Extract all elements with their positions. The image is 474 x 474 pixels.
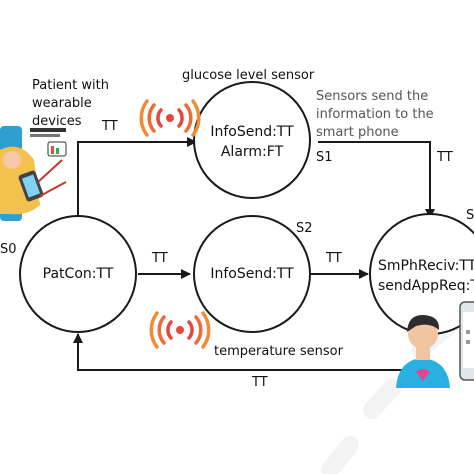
edge-label-s0-s1: TT [102, 119, 118, 134]
temperature-sensor-caption: temperature sensor [214, 344, 343, 359]
state-s2-text: InfoSend:TT [210, 266, 294, 282]
state-s3-line: SmPhReciv:TT [378, 258, 474, 274]
sensors-annotation-line: information to the [316, 107, 434, 122]
smartphone-icon [459, 301, 474, 381]
sensors-annotation: Sensors send the information to the smar… [316, 88, 434, 142]
edge-s3-s0 [73, 333, 410, 371]
wireless-signal-icon [139, 99, 201, 137]
watermark [321, 316, 459, 474]
state-s1-text: InfoSend:TT Alarm:FT [194, 122, 310, 162]
glucose-sensor-caption: glucose level sensor [182, 68, 315, 83]
state-label-s2: S2 [296, 221, 313, 236]
edges [73, 137, 435, 371]
edge-s0-s1 [77, 137, 197, 220]
state-s1-line: InfoSend:TT [210, 124, 294, 140]
edge-label-s3-s0: TT [252, 375, 268, 390]
state-label-s0: S0 [0, 242, 17, 257]
wireless-signal-icon [149, 311, 211, 349]
edge-label-s0-s2: TT [152, 251, 168, 266]
state-s3-text: SmPhReciv:TT sendAppReq:TT [378, 256, 474, 296]
sensors-annotation-line: smart phone [316, 125, 399, 140]
edge-s1-s3 [318, 141, 435, 219]
patient-annotation: Patient with wearable devices [32, 77, 109, 131]
state-label-s1: S1 [316, 150, 333, 165]
patient-wearable-icon [0, 126, 67, 221]
edge-label-s2-s3: TT [326, 251, 342, 266]
state-s2-circle [193, 215, 311, 333]
states [19, 81, 474, 335]
state-label-s3: S [466, 208, 474, 223]
state-s1-line: Alarm:FT [220, 144, 284, 160]
edge-label-s1-s3: TT [437, 150, 453, 165]
state-s1-circle [193, 81, 311, 199]
state-s0-text: PatCon:TT [42, 266, 114, 282]
state-s3-line: sendAppReq:TT [378, 278, 474, 294]
person-icon [396, 314, 450, 388]
sensors-annotation-line: Sensors send the [316, 89, 429, 104]
patient-annotation-line: Patient with [32, 78, 109, 93]
patient-annotation-line: wearable [32, 96, 92, 111]
state-s0-circle [19, 215, 137, 333]
patient-annotation-line: devices [32, 114, 82, 129]
